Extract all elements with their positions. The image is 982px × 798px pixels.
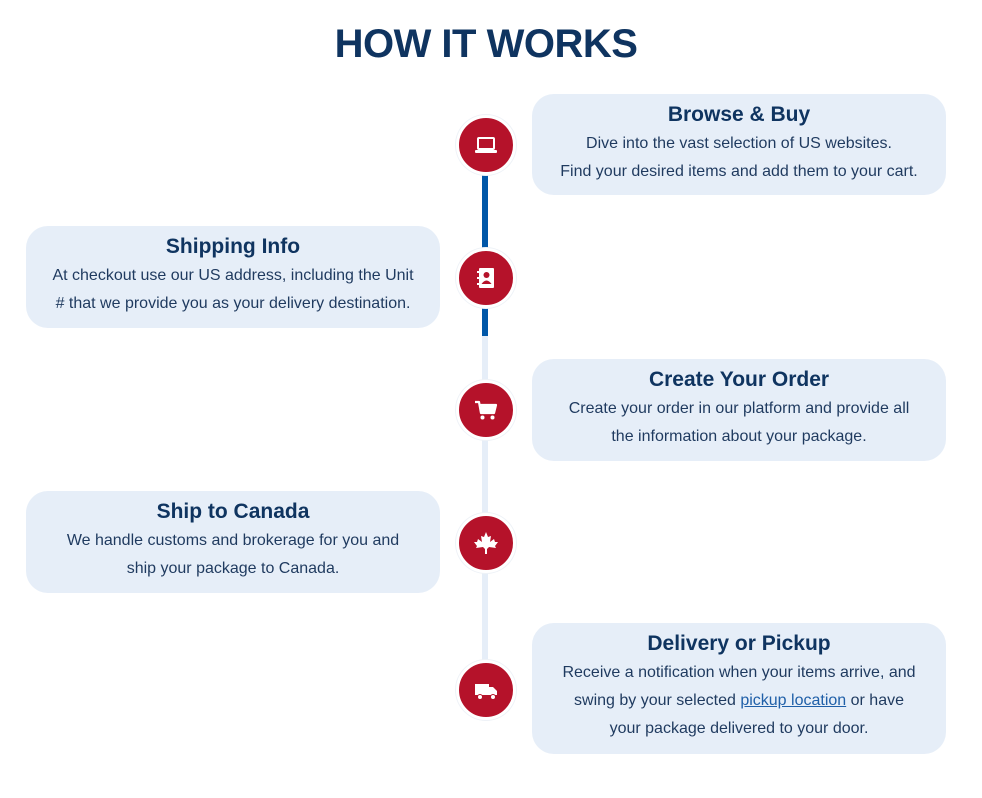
step-description-line: Receive a notification when your items a… — [562, 664, 916, 681]
step-description-line: Find your desired items and add them to … — [560, 163, 918, 180]
step-title: Create Your Order — [648, 368, 830, 391]
step-description-line: At checkout use our US address, includin… — [52, 267, 414, 284]
step-description-line: Dive into the vast selection of US websi… — [586, 135, 892, 152]
step-title: Browse & Buy — [667, 103, 811, 126]
laptop-icon — [456, 115, 516, 175]
pickup-location-link[interactable]: pickup location — [740, 692, 847, 709]
step-description-text: or have — [846, 692, 904, 709]
step-description-line: # that we provide you as your delivery d… — [55, 295, 411, 312]
step-description-line: the information about your package. — [611, 428, 867, 445]
step-card-create-order: Create Your Order Create your order in o… — [532, 359, 946, 461]
step-description-line: your package delivered to your door. — [609, 720, 869, 737]
maple-leaf-icon — [456, 513, 516, 573]
address-book-icon — [456, 248, 516, 308]
step-title: Shipping Info — [165, 235, 301, 258]
step-description-line: swing by your selected pickup location o… — [542, 687, 936, 715]
step-title: Delivery or Pickup — [647, 632, 831, 655]
cart-icon — [456, 380, 516, 440]
step-card-shipping-info: Shipping Info At checkout use our US add… — [26, 226, 440, 328]
step-card-delivery-pickup: Delivery or Pickup Receive a notificatio… — [532, 623, 946, 754]
timeline-remaining-line — [482, 336, 488, 686]
step-description-line: Create your order in our platform and pr… — [568, 400, 910, 417]
step-description-text: swing by your selected — [574, 692, 741, 709]
step-description-line: We handle customs and brokerage for you … — [66, 532, 400, 549]
truck-icon — [456, 660, 516, 720]
step-title: Ship to Canada — [156, 500, 310, 523]
step-description-line: ship your package to Canada. — [126, 560, 340, 577]
step-card-ship-to-canada: Ship to Canada We handle customs and bro… — [26, 491, 440, 593]
page-title: HOW IT WORKS — [334, 22, 638, 66]
step-card-browse-buy: Browse & Buy Dive into the vast selectio… — [532, 94, 946, 195]
